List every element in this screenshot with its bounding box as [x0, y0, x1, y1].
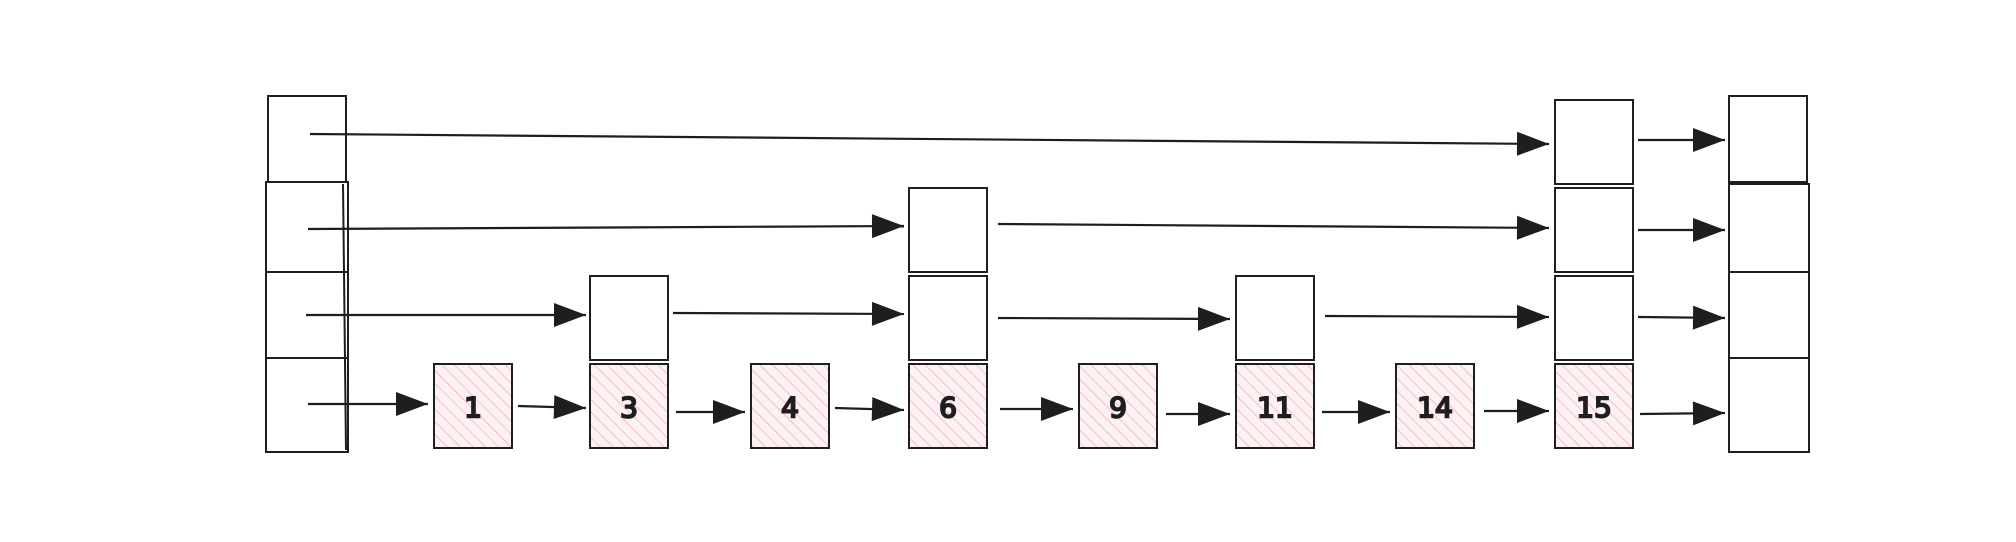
node-value: 3 — [620, 391, 638, 424]
pointer-arrow — [672, 301, 905, 326]
pointer-arrow — [834, 397, 905, 422]
node-11-level-1 — [1235, 275, 1315, 361]
head-edge-stroke — [342, 183, 347, 451]
node-value: 4 — [781, 391, 799, 424]
pointer-arrow — [307, 214, 905, 239]
node-6-level-2 — [908, 187, 988, 273]
data-nodes: 1 3 4 6 9 11 14 15 — [433, 363, 1634, 449]
tail-sentinel — [1728, 95, 1810, 453]
data-node: 1 — [433, 363, 513, 449]
node-3-level-1 — [589, 275, 669, 361]
node-value: 11 — [1257, 391, 1293, 424]
tail-cell-stack — [1728, 183, 1810, 453]
node-value: 6 — [939, 391, 957, 424]
data-node: 3 — [589, 363, 669, 449]
pointer-arrow — [997, 215, 1550, 240]
node-15-level-2 — [1554, 187, 1634, 273]
node-value: 9 — [1109, 391, 1127, 424]
data-node: 11 — [1235, 363, 1315, 449]
pointer-arrow — [517, 395, 587, 420]
index-cells — [589, 99, 1634, 361]
head-sentinel — [265, 95, 349, 453]
node-15-level-3 — [1554, 99, 1634, 185]
pointer-arrow — [997, 306, 1231, 331]
pointer-arrow — [1324, 304, 1550, 329]
pointer-arrow — [1637, 305, 1726, 330]
data-node: 6 — [908, 363, 988, 449]
head-cell-level-3 — [267, 95, 347, 183]
pointers — [306, 128, 1726, 426]
node-15-level-1 — [1554, 275, 1634, 361]
data-node: 15 — [1554, 363, 1634, 449]
pointer-arrow — [309, 131, 1550, 156]
pointer-arrow — [1639, 401, 1726, 426]
node-value: 1 — [464, 391, 482, 424]
node-value: 15 — [1576, 391, 1612, 424]
node-6-level-1 — [908, 275, 988, 361]
data-node: 14 — [1395, 363, 1475, 449]
data-node: 9 — [1078, 363, 1158, 449]
data-node: 4 — [750, 363, 830, 449]
head-cell-stack — [265, 181, 349, 453]
tail-cell-level-3 — [1728, 95, 1808, 183]
node-value: 14 — [1417, 391, 1453, 424]
